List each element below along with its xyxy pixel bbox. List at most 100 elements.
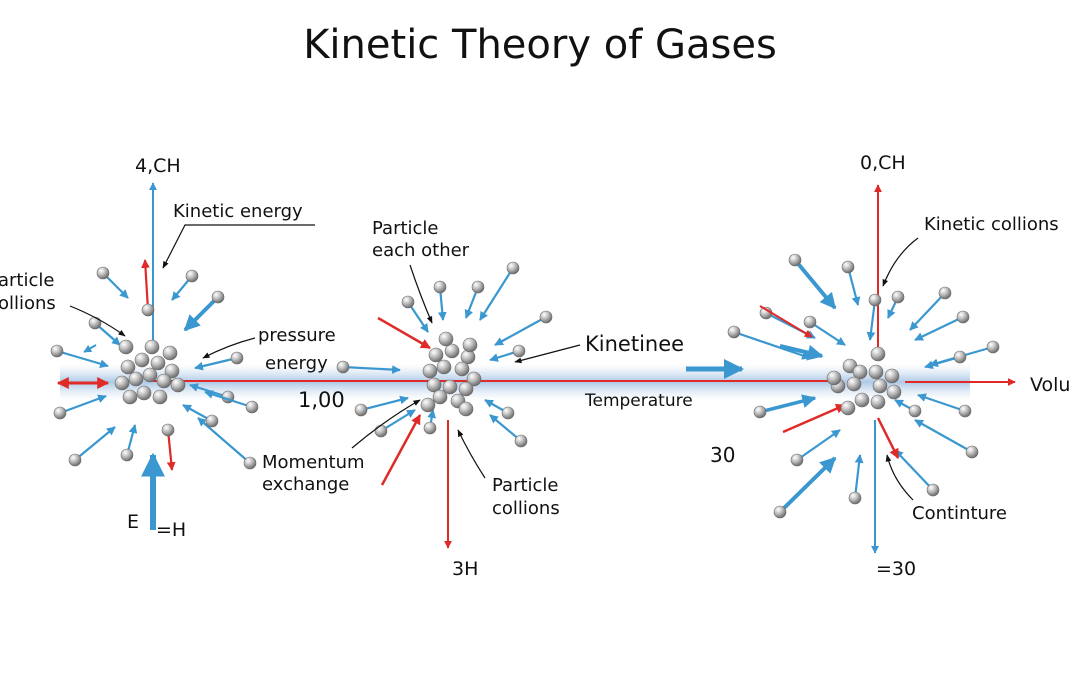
- label-mid-collisions-line1: Particle: [492, 475, 559, 496]
- particle-ball: [128, 371, 144, 387]
- blue-velocity-arrow: [59, 394, 107, 415]
- particle-ball: [790, 453, 804, 467]
- blue-velocity-arrow: [494, 316, 547, 346]
- particle-ball: [458, 401, 474, 417]
- label-left-particle-line2: ollions: [0, 293, 56, 314]
- pointer-momentum: [351, 399, 421, 449]
- particle-ball: [462, 337, 478, 353]
- blue-velocity-arrow: [733, 330, 811, 360]
- label-volume: Volu: [1030, 374, 1070, 396]
- particle-ball: [436, 359, 452, 375]
- particle-ball: [68, 453, 82, 467]
- particle-ball: [965, 445, 979, 459]
- particle-ball: [868, 364, 884, 380]
- blue-velocity-arrow: [853, 454, 864, 499]
- label-continture: Continture: [912, 503, 1007, 524]
- blue-velocity-arrow: [796, 429, 841, 461]
- particle-ball: [120, 359, 136, 375]
- blue-velocity-arrow: [342, 365, 401, 374]
- red-velocity-arrow: [377, 316, 431, 350]
- particle-ball: [243, 456, 257, 470]
- blue-velocity-arrow: [479, 267, 514, 321]
- red-velocity-arrow: [782, 403, 846, 434]
- particle-ball: [423, 421, 437, 435]
- particle-ball: [120, 448, 134, 462]
- blue-velocity-arrow: [759, 394, 817, 414]
- blue-velocity-arrow: [360, 395, 409, 412]
- particle-ball: [826, 370, 842, 386]
- label-right-top: 0,CH: [860, 152, 906, 174]
- particle-ball: [185, 269, 199, 283]
- particle-ball: [854, 392, 870, 408]
- particle-ball: [161, 423, 175, 437]
- blue-velocity-arrow: [909, 292, 946, 331]
- label-left-kinetic-energy: Kinetic energy: [173, 201, 303, 222]
- particle-ball: [852, 364, 868, 380]
- particle-ball: [444, 343, 460, 359]
- blue-velocity-arrow: [183, 295, 220, 332]
- label-mid-particle-line2: each other: [372, 240, 470, 261]
- blue-velocity-arrow: [204, 390, 253, 409]
- red-velocity-arrow: [141, 259, 150, 311]
- particle-ball: [156, 373, 172, 389]
- particle-ball: [773, 505, 787, 519]
- label-left-bottom-h: =H: [156, 519, 186, 541]
- blue-velocity-arrow: [809, 321, 846, 346]
- blue-velocity-arrow: [197, 417, 251, 464]
- particle-ball: [136, 385, 152, 401]
- particle-ball: [926, 483, 940, 497]
- particle-ball: [471, 280, 485, 294]
- particle-ball: [162, 345, 178, 361]
- blue-velocity-arrow: [846, 266, 861, 306]
- blue-velocity-arrow: [779, 344, 824, 361]
- label-right-bottom: =30: [876, 558, 916, 580]
- blue-velocity-arrow: [914, 419, 973, 453]
- particle-ball: [884, 368, 900, 384]
- pointer-mid-collisions: [457, 429, 486, 479]
- red-velocity-arrow: [876, 417, 900, 459]
- pointer-kinetic-collions: [882, 237, 919, 287]
- pointer-pressure: [202, 337, 256, 359]
- pointer-lines: [69, 224, 919, 501]
- particle-ball: [454, 361, 470, 377]
- blue-velocity-arrow: [489, 414, 522, 442]
- particle-ball: [539, 310, 553, 324]
- blue-velocity-arrow: [866, 299, 877, 341]
- particle-ball: [908, 404, 922, 418]
- particle-ball: [53, 406, 67, 420]
- particle-ball: [422, 363, 438, 379]
- particle-ball: [870, 394, 886, 410]
- particle-ball: [150, 355, 166, 371]
- particle-ball: [245, 400, 259, 414]
- blue-velocity-arrow: [56, 349, 109, 368]
- pointer-left-particle: [69, 305, 126, 337]
- label-left-particle-line1: article: [0, 270, 54, 291]
- particle-ball: [426, 377, 442, 393]
- particle-ball: [374, 424, 388, 438]
- particle-ball: [953, 350, 967, 364]
- particle-clusters: [50, 253, 1000, 519]
- particle-ball: [152, 389, 168, 405]
- particle-ball: [958, 404, 972, 418]
- blue-velocity-arrow: [74, 426, 116, 461]
- particle-ball: [788, 253, 802, 267]
- particle-ball: [230, 351, 244, 365]
- particle-ball: [211, 290, 225, 304]
- particle-ball: [870, 346, 886, 362]
- particle-ball: [438, 331, 454, 347]
- label-mid-particle-line1: Particle: [372, 218, 439, 239]
- particle-ball: [986, 340, 1000, 354]
- pointer-continture: [885, 454, 914, 501]
- particle-ball: [141, 303, 155, 317]
- particle-ball: [803, 315, 817, 329]
- blue-velocity-arrow: [914, 316, 964, 341]
- label-value-100: 1,00: [298, 388, 345, 412]
- particle-ball: [88, 316, 102, 330]
- particle-ball: [841, 260, 855, 274]
- blue-velocity-arrow: [894, 449, 934, 491]
- blue-velocity-arrow: [917, 393, 966, 413]
- label-temperature: Temperature: [584, 391, 693, 411]
- particle-ball: [432, 389, 448, 405]
